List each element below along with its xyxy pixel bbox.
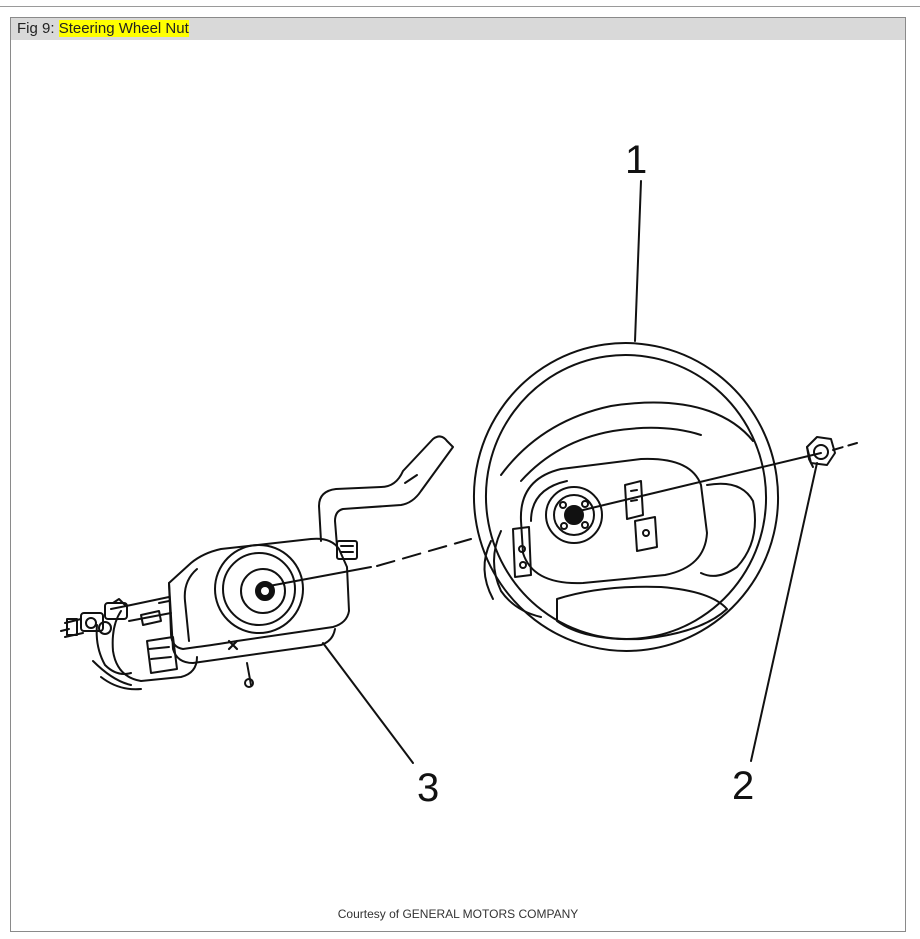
centerline-dashed (376, 538, 472, 567)
leader-line-2 (750, 462, 818, 762)
steering-wheel-nut-drawing (806, 436, 836, 468)
leader-line-3 (322, 642, 414, 764)
steering-wheel-drawing (472, 342, 780, 652)
callout-1: 1 (625, 138, 647, 182)
figure-credit: Courtesy of GENERAL MOTORS COMPANY (337, 907, 579, 921)
figure-title: Steering Wheel Nut (58, 20, 189, 37)
centerline-end (832, 442, 858, 451)
figure-frame: Fig 9: Steering Wheel Nut (10, 17, 906, 932)
callout-3: 3 (417, 766, 439, 810)
steering-column-drawing (60, 435, 454, 691)
callout-2: 2 (732, 764, 754, 808)
figure-label: Fig 9: (17, 20, 55, 37)
leader-line-1 (634, 180, 642, 342)
shaft-line (268, 566, 372, 587)
top-rule (0, 6, 920, 7)
figure-caption-bar: Fig 9: Steering Wheel Nut (11, 18, 905, 40)
